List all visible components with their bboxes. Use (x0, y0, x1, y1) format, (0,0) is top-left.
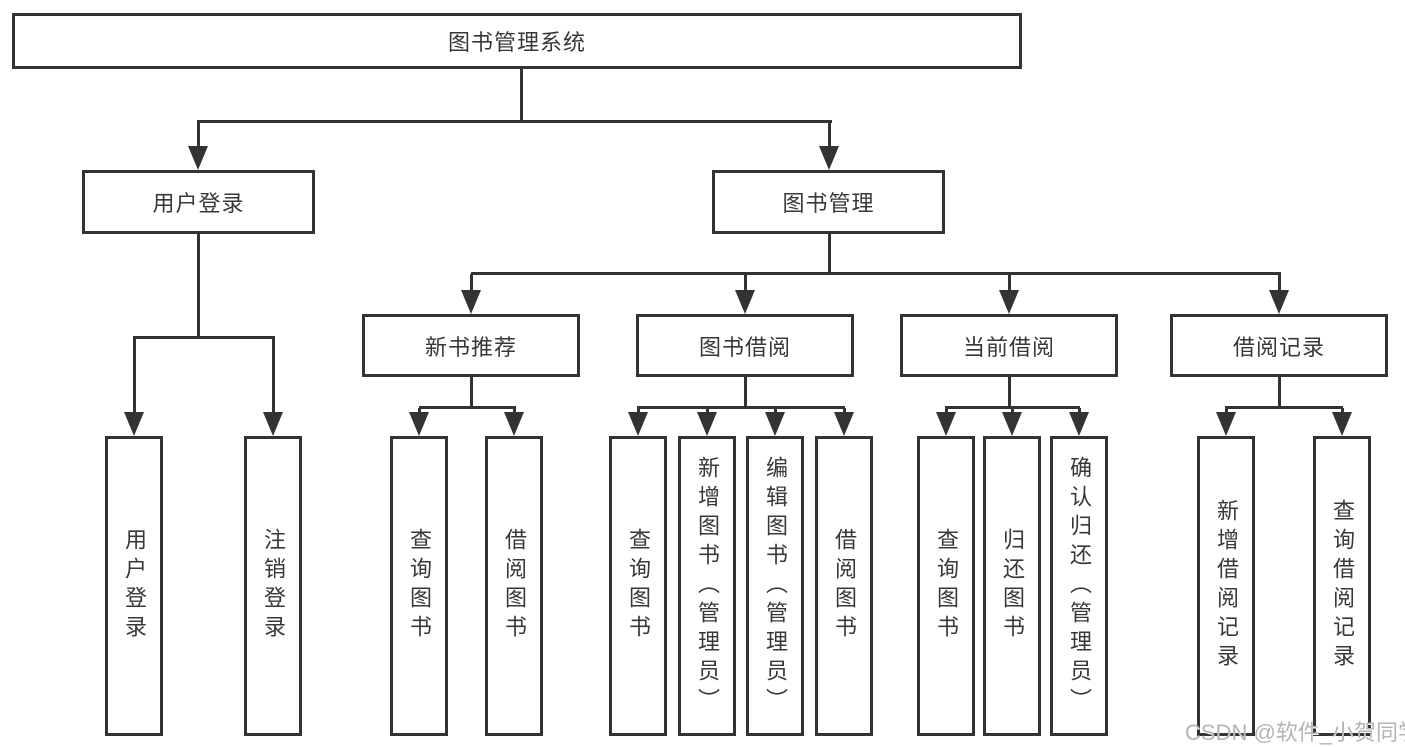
connector-trunk-borrow-records (1278, 377, 1281, 408)
leaf-borrow-books-label: 借阅图书 (832, 528, 857, 644)
arrowhead-leaf (504, 412, 524, 436)
watermark: CSDN @软件_小贺同学 (1185, 720, 1405, 745)
connector-stub-user-login (197, 121, 200, 148)
connector-split-book-management (471, 272, 1281, 275)
leaf-query-books-current-label: 查询图书 (934, 528, 959, 644)
leaf-query-books-borrow-label: 查询图书 (626, 528, 651, 644)
leaf-query-books-recommend: 查询图书 (390, 436, 448, 736)
node-user-login: 用户登录 (82, 170, 315, 234)
leaf-logout-label: 注销登录 (261, 528, 286, 644)
connector-stub-new-book (470, 274, 473, 292)
connector-stub-book-management (828, 121, 831, 148)
arrowhead-book-management (819, 146, 839, 170)
node-current-borrow-label: 当前借阅 (962, 334, 1055, 360)
node-new-book-recommend-label: 新书推荐 (424, 334, 517, 360)
leaf-return-books: 归还图书 (983, 436, 1041, 736)
leaf-add-books-admin-label: 新增图书（管理员） (695, 455, 720, 717)
arrowhead-leaf (834, 412, 854, 436)
leaf-query-borrow-record-label: 查询借阅记录 (1330, 499, 1355, 673)
leaf-logout: 注销登录 (244, 436, 302, 736)
arrowhead-login-leaf (124, 412, 144, 436)
node-book-management-label: 图书管理 (782, 191, 875, 216)
connector-split-user-login (133, 336, 275, 339)
node-borrow-records-label: 借阅记录 (1232, 334, 1325, 360)
connector-split-new-book (419, 406, 516, 409)
arrowhead-logout-leaf (263, 412, 283, 436)
connector-trunk-user-login (197, 234, 200, 339)
leaf-user-login: 用户登录 (105, 436, 163, 736)
arrowhead-leaf (628, 412, 648, 436)
connector-split-current-borrow (945, 406, 1080, 409)
arrowhead-leaf (1002, 412, 1022, 436)
arrowhead-new-book (461, 290, 481, 314)
arrowhead-leaf (936, 412, 956, 436)
leaf-query-books-borrow: 查询图书 (609, 436, 667, 736)
arrowhead-leaf (1216, 412, 1236, 436)
leaf-user-login-label: 用户登录 (122, 528, 147, 644)
connector-stub-login-leaf (133, 338, 136, 414)
connector-trunk-new-book (470, 377, 473, 408)
leaf-edit-books-admin-label: 编辑图书（管理员） (763, 455, 788, 717)
connector-split-borrow-records (1225, 406, 1343, 409)
connector-stub-book-borrow (744, 274, 747, 292)
connector-stub-logout-leaf (272, 338, 275, 414)
node-book-borrow: 图书借阅 (636, 314, 854, 377)
node-current-borrow: 当前借阅 (900, 314, 1118, 377)
node-book-management: 图书管理 (712, 170, 945, 234)
arrowhead-book-borrow (735, 290, 755, 314)
leaf-add-borrow-record-label: 新增借阅记录 (1214, 499, 1239, 673)
node-root-system: 图书管理系统 (12, 13, 1022, 69)
connector-stub-current-borrow (1008, 274, 1011, 292)
node-new-book-recommend: 新书推荐 (362, 314, 580, 377)
leaf-borrow-books: 借阅图书 (815, 436, 873, 736)
arrowhead-leaf (697, 412, 717, 436)
leaf-borrow-books-recommend: 借阅图书 (485, 436, 543, 736)
arrowhead-leaf (765, 412, 785, 436)
node-root-label: 图书管理系统 (447, 30, 586, 55)
leaf-return-books-label: 归还图书 (1000, 528, 1025, 644)
leaf-add-books-admin: 新增图书（管理员） (678, 436, 736, 736)
leaf-confirm-return-admin-label: 确认归还（管理员） (1067, 455, 1092, 717)
arrowhead-user-login (188, 146, 208, 170)
connector-trunk-root (520, 69, 523, 123)
arrowhead-leaf (1332, 412, 1352, 436)
leaf-edit-books-admin: 编辑图书（管理员） (746, 436, 804, 736)
node-book-borrow-label: 图书借阅 (698, 334, 791, 360)
leaf-confirm-return-admin: 确认归还（管理员） (1050, 436, 1108, 736)
arrowhead-current-borrow (999, 290, 1019, 314)
connector-stub-borrow-records (1278, 274, 1281, 292)
leaf-query-borrow-record: 查询借阅记录 (1313, 436, 1371, 736)
arrowhead-borrow-records (1269, 290, 1289, 314)
node-user-login-label: 用户登录 (152, 191, 245, 216)
node-borrow-records: 借阅记录 (1170, 314, 1388, 377)
leaf-query-books-recommend-label: 查询图书 (407, 528, 432, 644)
connector-trunk-book-borrow (744, 377, 747, 408)
leaf-query-books-current: 查询图书 (917, 436, 975, 736)
connector-trunk-book-management (828, 234, 831, 274)
connector-split-level1 (197, 120, 832, 123)
leaf-add-borrow-record: 新增借阅记录 (1197, 436, 1255, 736)
leaf-borrow-books-recommend-label: 借阅图书 (502, 528, 527, 644)
arrowhead-leaf (1069, 412, 1089, 436)
arrowhead-leaf (409, 412, 429, 436)
connector-trunk-current-borrow (1008, 377, 1011, 408)
connector-split-book-borrow (637, 406, 845, 409)
